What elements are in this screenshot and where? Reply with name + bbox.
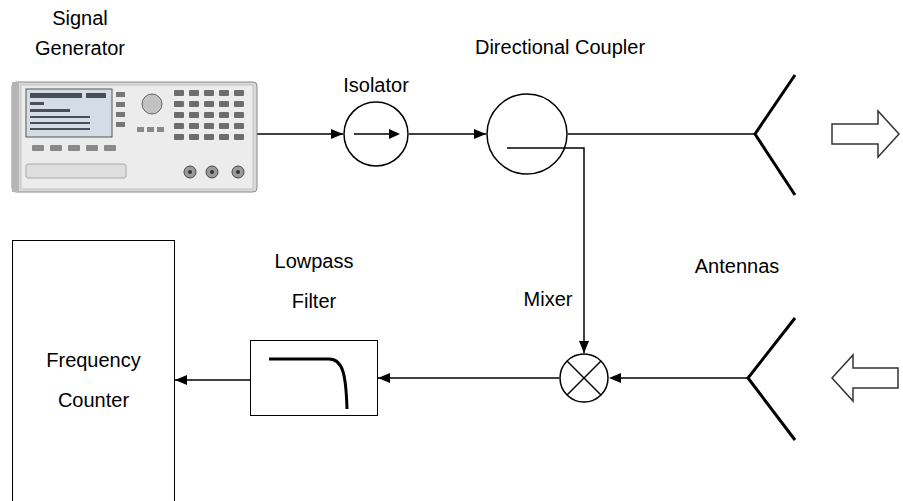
panel-button xyxy=(68,145,80,151)
coupler-ring xyxy=(487,94,567,174)
filter-box: Lowpass Filter xyxy=(250,340,378,416)
softkey xyxy=(116,122,125,127)
keypad-key xyxy=(234,90,244,96)
display-line xyxy=(30,109,70,112)
lowpass-curve xyxy=(269,359,347,409)
incoming-wave-arrow xyxy=(832,355,898,401)
keypad-key xyxy=(189,134,199,140)
keypad-key xyxy=(189,123,199,129)
port-pin xyxy=(188,170,192,174)
keypad-key xyxy=(219,123,229,129)
filter-box-outline xyxy=(251,341,379,417)
mixer-circle: Mixer xyxy=(559,353,609,403)
component-name: Signal Generator xyxy=(15,3,145,63)
receive-line xyxy=(619,377,748,379)
keypad-key xyxy=(234,134,244,140)
keypad-key xyxy=(174,134,184,140)
keypad-key xyxy=(219,101,229,107)
mixer-ring xyxy=(560,354,608,402)
keypad-key xyxy=(189,90,199,96)
transmit-antenna xyxy=(755,75,795,195)
keypad-key xyxy=(189,112,199,118)
instrument-side xyxy=(12,82,19,192)
keypad-key xyxy=(219,112,229,118)
display-line xyxy=(86,93,106,98)
port-pin xyxy=(210,170,214,174)
rf-port xyxy=(232,166,244,178)
rf-port xyxy=(184,166,196,178)
instrument-panel xyxy=(21,85,253,189)
coupled-line xyxy=(507,147,568,149)
display-line xyxy=(30,93,82,98)
panel-button xyxy=(50,145,62,151)
signal-connector xyxy=(568,148,584,353)
rf-port xyxy=(206,166,218,178)
keypad-key xyxy=(189,101,199,107)
display-line xyxy=(30,102,44,105)
keypad-key xyxy=(234,112,244,118)
keypad-key xyxy=(204,112,214,118)
counter-box: Frequency Counter xyxy=(12,240,175,501)
rotary-knob xyxy=(142,94,162,114)
arrowhead xyxy=(609,373,621,383)
receive-antenna xyxy=(748,318,795,440)
panel-button xyxy=(32,145,44,151)
component-name: Directional Coupler xyxy=(475,35,645,59)
keypad-key xyxy=(234,101,244,107)
component-name: Isolator xyxy=(343,73,409,97)
signal-connector xyxy=(409,133,486,135)
keypad-key xyxy=(204,123,214,129)
display-line xyxy=(30,122,90,124)
keypad-key xyxy=(204,101,214,107)
keypad-key xyxy=(204,90,214,96)
keypad-key xyxy=(219,90,229,96)
mixer-cross xyxy=(567,361,601,395)
mixer-circle-outline xyxy=(559,353,609,403)
signal-generator: Signal Generator xyxy=(12,82,257,192)
port-pin xyxy=(236,170,240,174)
arrow-key xyxy=(157,127,164,132)
coupler-circle-outline xyxy=(486,93,568,175)
isolator-ring xyxy=(344,102,408,166)
softkey xyxy=(116,102,125,107)
instrument-display xyxy=(26,89,112,137)
mixer-cross xyxy=(567,361,601,395)
signal-connector xyxy=(257,133,343,135)
power-strip xyxy=(26,164,126,178)
keypad-key xyxy=(204,134,214,140)
keypad-key xyxy=(174,101,184,107)
antenna-label: Antennas xyxy=(695,254,780,278)
signal-connector xyxy=(378,377,559,379)
keypad-key xyxy=(174,90,184,96)
panel-button xyxy=(104,145,116,151)
softkey xyxy=(116,92,125,97)
display-line xyxy=(30,116,90,118)
signal-generator-outline xyxy=(12,82,257,192)
keypad-key xyxy=(174,123,184,129)
panel-button xyxy=(86,145,98,151)
outgoing-wave-arrow xyxy=(832,111,899,157)
instrument-case xyxy=(12,82,257,192)
isolator-circle: Isolator xyxy=(343,101,409,167)
isolator-circle-outline xyxy=(343,101,409,167)
component-name: Lowpass Filter xyxy=(264,241,364,321)
isolator-arrowhead xyxy=(389,129,400,139)
arrow-key xyxy=(147,127,154,132)
display-line xyxy=(30,128,90,130)
feed-line xyxy=(568,133,755,135)
keypad-key xyxy=(234,123,244,129)
coupler-circle: Directional Coupler xyxy=(486,93,568,175)
signal-connector xyxy=(175,379,250,381)
isolator-arrow xyxy=(354,133,390,135)
box-text: Frequency Counter xyxy=(13,340,174,420)
component-name: Mixer xyxy=(524,287,573,311)
keypad-key xyxy=(219,134,229,140)
softkey xyxy=(116,112,125,117)
keypad-key xyxy=(174,112,184,118)
arrow-key xyxy=(137,127,144,132)
